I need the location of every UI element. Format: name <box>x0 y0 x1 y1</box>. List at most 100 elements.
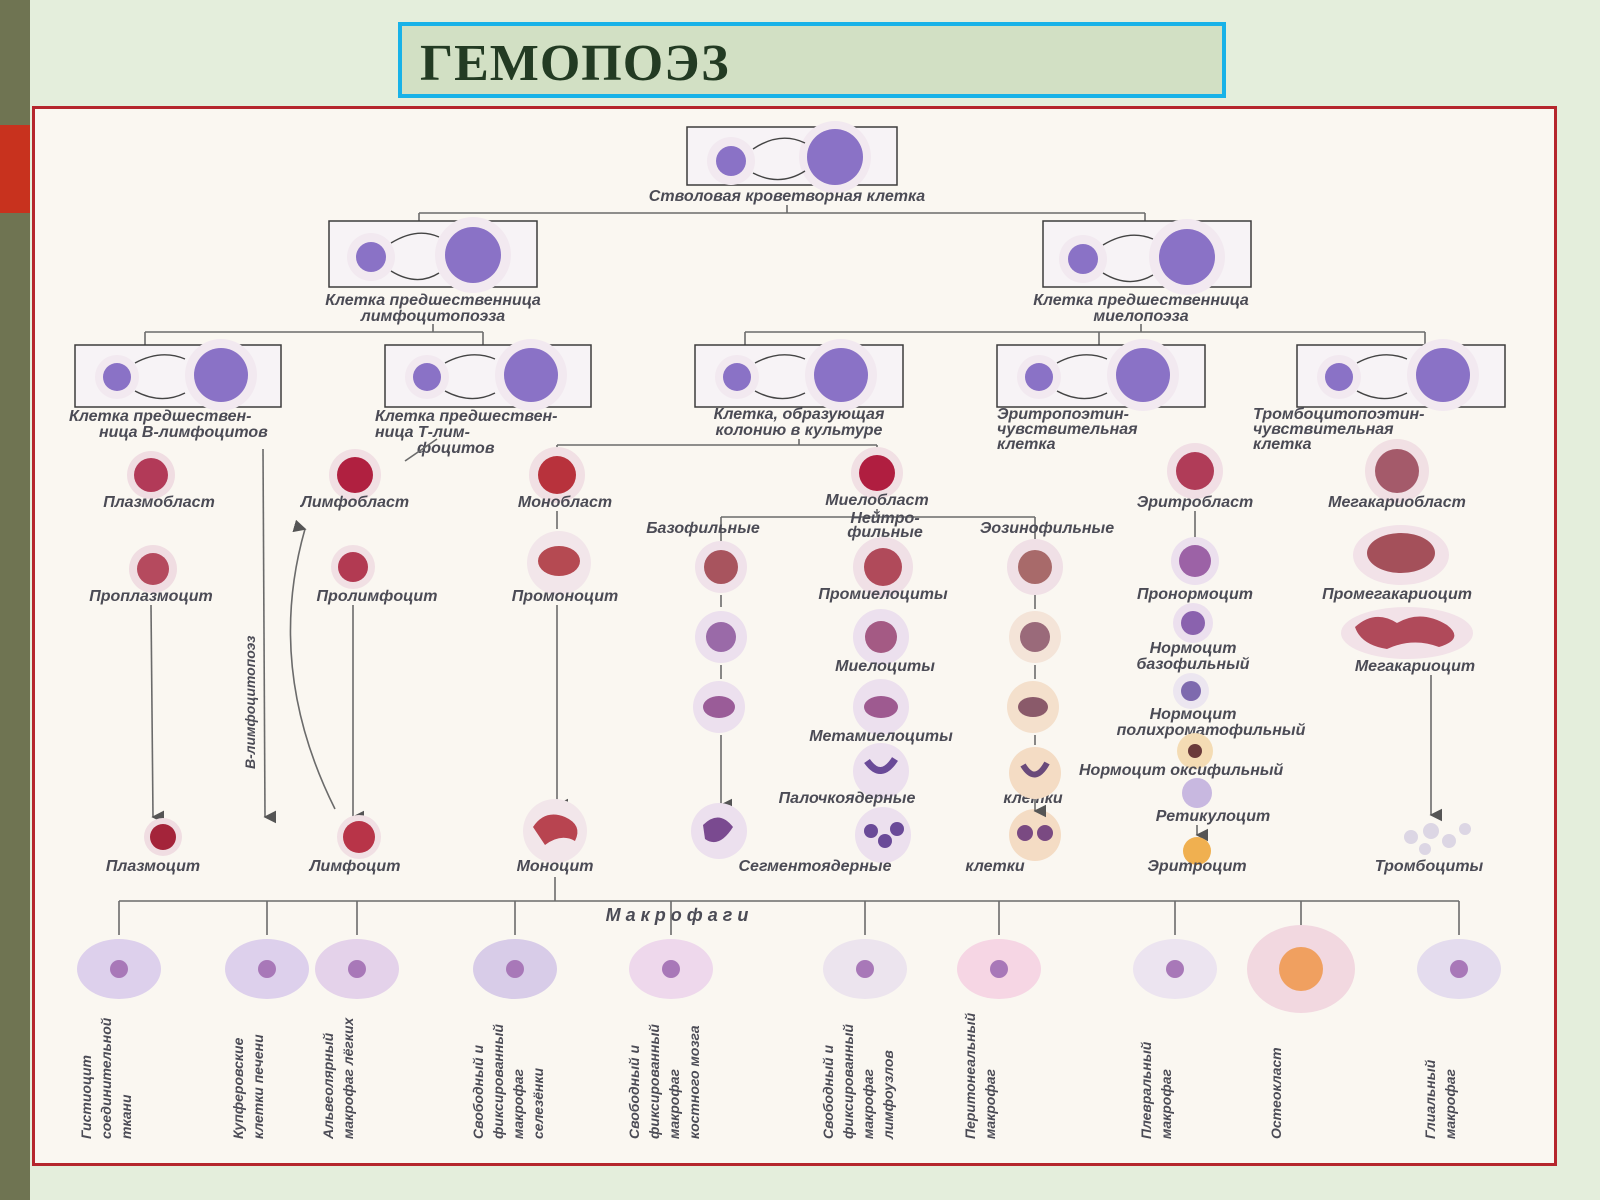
monoblast-label: Монобласт <box>518 494 612 511</box>
macrophage-nucleus <box>662 960 680 978</box>
prolymphocyte-label: Пролимфоцит <box>317 588 438 605</box>
neutrophilic-myelocyte-cell <box>853 609 909 665</box>
macrophage-label-line: макрофаг <box>510 1068 526 1139</box>
lymph-progenitor-box <box>328 217 538 293</box>
macrophage-label-line: Остеокласт <box>1268 1047 1284 1139</box>
myelo-progenitor-label-1: Клетка предшественница <box>1033 292 1249 309</box>
macrophage-nucleus <box>506 960 524 978</box>
macrophage-label-line: Свободный и <box>470 1045 486 1139</box>
neutrophilic-label-1: Нейтро- <box>850 510 919 527</box>
prolymphocyte-cell <box>331 545 375 589</box>
eosinophilic-label: Эозинофильные <box>980 520 1114 537</box>
b-progenitor-box <box>74 339 282 411</box>
macrophages-header: М а к р о ф а г и <box>606 905 749 925</box>
neutrophil-segmented-cell <box>855 807 911 863</box>
normo-poly-label-1: Нормоцит <box>1150 706 1237 723</box>
slide-title: ГЕМОПОЭЗ <box>420 35 730 92</box>
macrophage-label-line: макрофаг лёгких <box>340 1017 356 1139</box>
basophilic-label: Базофильные <box>646 520 760 537</box>
erythropoietin-label-2: чувствительная <box>997 421 1138 438</box>
title-box: ГЕМОПОЭЗ <box>398 22 1226 98</box>
lymphocyte-cell <box>337 815 381 859</box>
megakaryoblast-cell <box>1365 439 1429 503</box>
macrophage-label-line: Гистиоцит <box>78 1055 94 1139</box>
proplasmocyte-cell <box>129 545 177 593</box>
cfu-culture-label-2: колонию в культуре <box>716 422 883 439</box>
normo-poly-label-2: полихроматофильный <box>1117 722 1306 739</box>
macrophage-label-line: селезёнки <box>530 1067 546 1139</box>
basophilic-metamyelocyte-cell <box>693 681 745 733</box>
basophilic-promyelocyte-cell <box>695 541 747 593</box>
band-label: Палочкоядерные <box>779 790 916 807</box>
macrophage-label-line: макрофаг <box>1442 1068 1458 1139</box>
normocyte-polychromatophilic-cell <box>1173 673 1209 709</box>
macrophage-label-line: фиксированный <box>646 1024 662 1139</box>
macrophage-label-line: Купферовские <box>230 1037 246 1139</box>
eosinophilic-myelocyte-cell <box>1009 611 1061 663</box>
myelo-progenitor-box <box>1042 219 1252 295</box>
erythrocyte-label: Эритроцит <box>1147 858 1246 875</box>
neutrophil-band-cell <box>853 743 909 799</box>
lymph-progenitor-label-2: лимфоцитопоэза <box>360 308 506 325</box>
stem-cell-box <box>686 121 898 193</box>
thrombopoietin-label-1: Тромбоцитопоэтин- <box>1253 406 1425 423</box>
cfu-culture-box <box>694 339 904 411</box>
macrophage-label-line: Свободный и <box>626 1045 642 1139</box>
plasmoblast-cell <box>127 451 175 499</box>
cfu-culture-label-1: Клетка, образующая <box>714 406 885 423</box>
macrophage-nucleus <box>348 960 366 978</box>
thrombopoietin-box <box>1296 339 1506 411</box>
erythroblast-label: Эритробласт <box>1137 494 1254 511</box>
macrophage-label-line: соединительной <box>98 1017 114 1139</box>
promegakaryocyte-cell <box>1353 525 1449 585</box>
macrophage-label-line: Плевральный <box>1138 1041 1154 1139</box>
myelocytes-label: Миелоциты <box>835 658 935 675</box>
macrophage-nucleus <box>1279 947 1323 991</box>
macrophage-label-line: Свободный и <box>820 1045 836 1139</box>
lymph-progenitor-label-1: Клетка предшественница <box>325 292 541 309</box>
macrophage-nucleus <box>258 960 276 978</box>
macrophage-label-line: лимфоузлов <box>880 1050 896 1140</box>
normocyte-basophilic-cell <box>1173 603 1213 643</box>
diagram-frame: Стволовая кроветворная клетка Клетка пре… <box>32 106 1557 1166</box>
proplasmocyte-label: Проплазмоцит <box>89 588 213 605</box>
thrombopoietin-label-3: клетка <box>1253 436 1312 453</box>
macrophage-label-line: макрофаг <box>860 1068 876 1139</box>
lymphoblast-cell <box>329 449 381 501</box>
promyelocytes-label: Промиелоциты <box>818 586 948 603</box>
macrophage-label-line: фиксированный <box>840 1024 856 1139</box>
eosinophilic-promyelocyte-cell <box>1007 539 1063 595</box>
macrophage-label-line: Глиальный <box>1422 1059 1438 1139</box>
reticulocyte-cell <box>1182 778 1212 808</box>
eosinophil-segmented-cell <box>1009 809 1061 861</box>
platelets-label: Тромбоциты <box>1375 858 1484 875</box>
monocyte-label: Моноцит <box>517 858 594 875</box>
monocyte-cell <box>523 799 587 863</box>
thrombopoietin-label-2: чувствительная <box>1253 421 1394 438</box>
neutrophilic-metamyelocyte-cell <box>853 679 909 735</box>
normocyte-oxyphilic-cell <box>1177 733 1213 769</box>
lymphoblast-label: Лимфобласт <box>300 494 409 511</box>
macrophage-label-line: Альвеолярный <box>320 1032 336 1140</box>
neutrophilic-promyelocyte-cell <box>853 537 913 597</box>
segmented-cells-label: клетки <box>965 858 1024 875</box>
megakaryocyte-label: Мегакариоцит <box>1355 658 1475 675</box>
b-progenitor-label-2: ница В-лимфоцитов <box>99 424 268 441</box>
promegakaryocyte-label: Промегакариоцит <box>1322 586 1472 603</box>
segmented-label: Сегментоядерные <box>739 858 892 875</box>
t-progenitor-box <box>384 339 592 411</box>
macrophage-nucleus <box>856 960 874 978</box>
t-progenitor-label-1: Клетка предшествен- <box>375 408 557 425</box>
erythroblast-cell <box>1167 443 1223 499</box>
eosinophilic-metamyelocyte-cell <box>1007 681 1059 733</box>
t-progenitor-label-2: ница Т-лим- <box>375 424 470 441</box>
megakaryoblast-label: Мегакариобласт <box>1328 494 1466 511</box>
t-progenitor-label-3: фоцитов <box>417 440 495 457</box>
metamyelocytes-label: Метамиелоциты <box>809 728 953 745</box>
macrophage-label-line: клетки печени <box>250 1034 266 1139</box>
erythropoietin-label-1: Эритропоэтин- <box>997 406 1129 423</box>
myeloblast-cell <box>851 447 903 499</box>
hematopoiesis-diagram: Стволовая кроветворная клетка Клетка пре… <box>69 121 1506 1140</box>
macrophage-label-line: макрофаг <box>982 1068 998 1139</box>
